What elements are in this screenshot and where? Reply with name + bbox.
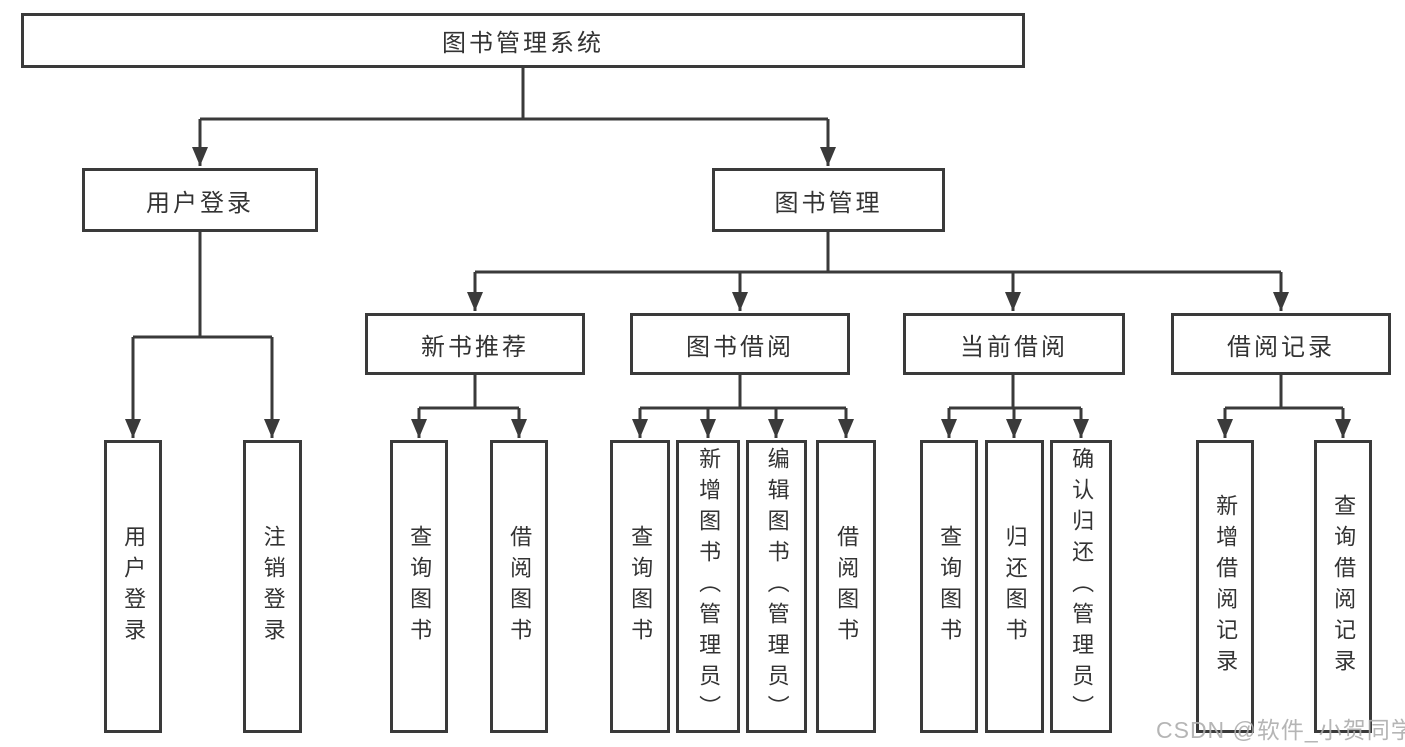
leaf-return-books: 归还图书	[985, 440, 1044, 733]
leaf-query-borrow-record: 查询借阅记录	[1314, 440, 1372, 733]
leaf-user-login-label: 用户登录	[121, 524, 147, 649]
leaf-confirm-return-admin-label: 确认归还（管理员）	[1069, 447, 1095, 726]
node-system-root: 图书管理系统	[21, 13, 1025, 68]
node-system-root-label: 图书管理系统	[442, 30, 604, 57]
leaf-query-books-borrow: 查询图书	[610, 440, 670, 733]
leaf-confirm-return-admin: 确认归还（管理员）	[1050, 440, 1112, 733]
leaf-query-borrow-record-label: 查询借阅记录	[1331, 493, 1357, 680]
node-current-borrowing: 当前借阅	[903, 313, 1125, 375]
leaf-logout-label: 注销登录	[260, 524, 286, 649]
leaf-add-borrow-record: 新增借阅记录	[1196, 440, 1254, 733]
leaf-query-books-recommend-label: 查询图书	[407, 524, 433, 649]
node-user-login-label: 用户登录	[146, 189, 254, 217]
leaf-query-books-current: 查询图书	[920, 440, 978, 733]
leaf-query-books-borrow-label: 查询图书	[628, 524, 654, 649]
node-borrowing-records: 借阅记录	[1171, 313, 1391, 375]
leaf-add-book-admin: 新增图书（管理员）	[676, 440, 740, 733]
node-new-book-recommendation: 新书推荐	[365, 313, 585, 375]
node-book-borrowing: 图书借阅	[630, 313, 850, 375]
leaf-add-book-admin-label: 新增图书（管理员）	[696, 447, 722, 726]
leaf-query-books-recommend: 查询图书	[390, 440, 448, 733]
leaf-add-borrow-record-label: 新增借阅记录	[1213, 493, 1239, 680]
leaf-borrow-books-borrow-label: 借阅图书	[834, 524, 860, 649]
leaf-logout: 注销登录	[243, 440, 302, 733]
connector-skeleton	[133, 68, 1343, 410]
leaf-query-books-current-label: 查询图书	[937, 524, 963, 649]
node-book-management-label: 图书管理	[774, 189, 883, 217]
leaf-borrow-books-borrow: 借阅图书	[816, 440, 876, 733]
leaf-edit-book-admin-label: 编辑图书（管理员）	[764, 447, 790, 726]
node-borrowing-records-label: 借阅记录	[1227, 333, 1335, 361]
node-book-management: 图书管理	[712, 168, 945, 232]
node-current-borrowing-label: 当前借阅	[960, 333, 1068, 361]
leaf-edit-book-admin: 编辑图书（管理员）	[746, 440, 807, 733]
leaf-borrow-books-recommend-label: 借阅图书	[507, 524, 533, 649]
node-book-borrowing-label: 图书借阅	[686, 333, 794, 361]
leaf-borrow-books-recommend: 借阅图书	[490, 440, 548, 733]
node-new-book-recommendation-label: 新书推荐	[421, 333, 529, 361]
leaf-return-books-label: 归还图书	[1002, 524, 1028, 649]
csdn-watermark: CSDN @软件_小贺同学	[1156, 717, 1405, 743]
leaf-user-login: 用户登录	[104, 440, 162, 733]
node-user-login: 用户登录	[82, 168, 318, 232]
